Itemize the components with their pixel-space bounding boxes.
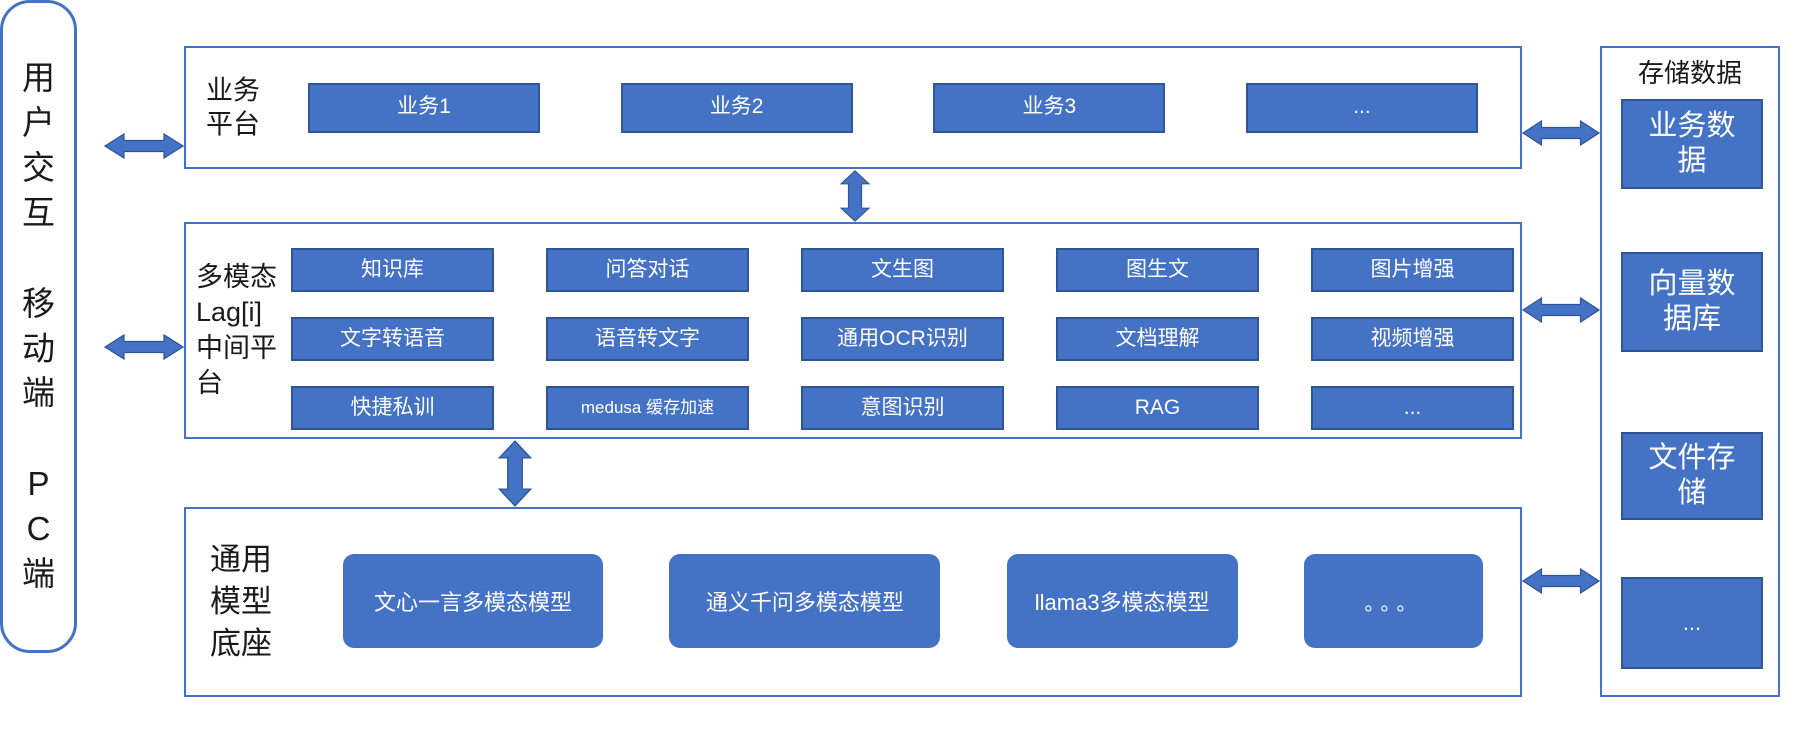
model-items-row: 文心一言多模态模型 通义千问多模态模型 llama3多模态模型 。。。 [343, 554, 1483, 648]
business-item: 业务3 [933, 82, 1166, 133]
storage-item-label: 向量数据库 [1648, 267, 1736, 335]
model-base-box: 通用模型底座 文心一言多模态模型 通义千问多模态模型 llama3多模态模型 。… [184, 507, 1522, 697]
business-platform-label: 业务平台 [206, 74, 260, 140]
model-item-more: 。。。 [1303, 554, 1483, 648]
storage-title: 存储数据 [1637, 58, 1742, 88]
capability-item: 文档理解 [1056, 317, 1259, 361]
arrow-business-storage [1522, 118, 1600, 148]
arrow-business-middle [838, 170, 872, 222]
capability-item: 通用OCR识别 [801, 317, 1004, 361]
capability-item-more: ... [1311, 386, 1514, 430]
model-base-label: 通用模型底座 [210, 542, 272, 661]
arrow-middle-models [496, 440, 534, 507]
user-interaction-label: 用户交互 [22, 59, 55, 231]
capability-item: 文字转语音 [291, 317, 494, 361]
capability-item: RAG [1056, 386, 1259, 430]
capability-item: 视频增强 [1311, 317, 1514, 361]
middle-platform-label: 多模态Lag[i]中间平台 [196, 261, 277, 399]
storage-item: 业务数据 [1621, 99, 1763, 189]
model-item: llama3多模态模型 [1006, 554, 1238, 648]
arrow-models-storage [1522, 566, 1600, 596]
business-item-more: ... [1245, 82, 1478, 133]
capability-item: 意图识别 [801, 386, 1004, 430]
business-platform-box: 业务平台 业务1 业务2 业务3 ... [184, 46, 1522, 169]
storage-item: 文件存储 [1621, 432, 1763, 520]
model-item: 通义千问多模态模型 [669, 554, 941, 648]
capability-item: 快捷私训 [291, 386, 494, 430]
storage-item-more: ... [1621, 577, 1763, 669]
business-item: 业务2 [620, 82, 853, 133]
business-item: 业务1 [308, 82, 540, 133]
storage-item-label: 文件存储 [1648, 441, 1736, 509]
mobile-client-label: 移动端 [22, 284, 55, 412]
capability-item: 文生图 [801, 248, 1004, 292]
arrow-user-business [104, 131, 184, 161]
arrow-user-middle [104, 332, 184, 362]
model-item: 文心一言多模态模型 [343, 554, 603, 648]
capability-item: 图片增强 [1311, 248, 1514, 292]
user-interaction-panel: 用户交互 移动端 PC端 [0, 0, 77, 653]
capability-item: 图生文 [1056, 248, 1259, 292]
storage-item: 向量数据库 [1621, 252, 1763, 352]
storage-panel: 存储数据 业务数据 向量数据库 文件存储 ... [1600, 46, 1780, 697]
storage-item-label: ... [1682, 609, 1702, 635]
middle-capability-grid: 知识库 问答对话 文生图 图生文 图片增强 文字转语音 语音转文字 通用OCR识… [291, 248, 1514, 430]
capability-item: 语音转文字 [546, 317, 749, 361]
middle-platform-box: 多模态Lag[i]中间平台 知识库 问答对话 文生图 图生文 图片增强 文字转语… [184, 222, 1522, 439]
business-items-row: 业务1 业务2 业务3 ... [308, 82, 1478, 133]
capability-item: 问答对话 [546, 248, 749, 292]
arrow-middle-storage [1522, 295, 1600, 325]
capability-item: medusa 缓存加速 [546, 386, 749, 430]
storage-item-label: 业务数据 [1648, 109, 1736, 177]
pc-client-label: PC端 [22, 465, 55, 592]
capability-item: 知识库 [291, 248, 494, 292]
